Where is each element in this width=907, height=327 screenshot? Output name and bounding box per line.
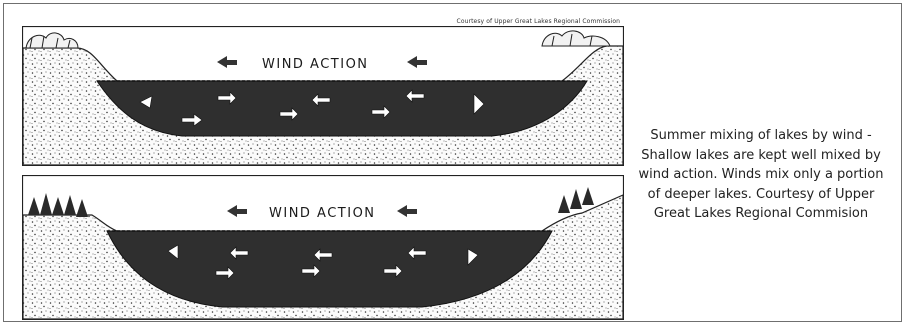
wind-action-label: WIND ACTION [262,57,369,72]
wind-arrow-left [227,205,247,217]
figure-caption: Summer mixing of lakes by wind - Shallow… [632,126,890,224]
deep-lake-panel: WIND ACTION [22,175,624,320]
lake-mixing-figure: Courtesy of Upper Great Lakes Regional C… [22,18,624,324]
wind-arrow-left [397,205,417,217]
shallow-lake-panel: WIND ACTION [22,26,624,166]
right-pine-trees [558,187,594,213]
right-shrubs [542,31,610,46]
figure-credit: Courtesy of Upper Great Lakes Regional C… [457,18,620,25]
wind-arrow-left [407,56,427,68]
wind-action-label: WIND ACTION [269,206,376,221]
figure-frame: Courtesy of Upper Great Lakes Regional C… [3,3,902,322]
left-pine-trees [28,193,88,217]
left-shrubs [26,33,78,48]
shallow-lake-water [97,81,587,136]
wind-arrow-left [217,56,237,68]
